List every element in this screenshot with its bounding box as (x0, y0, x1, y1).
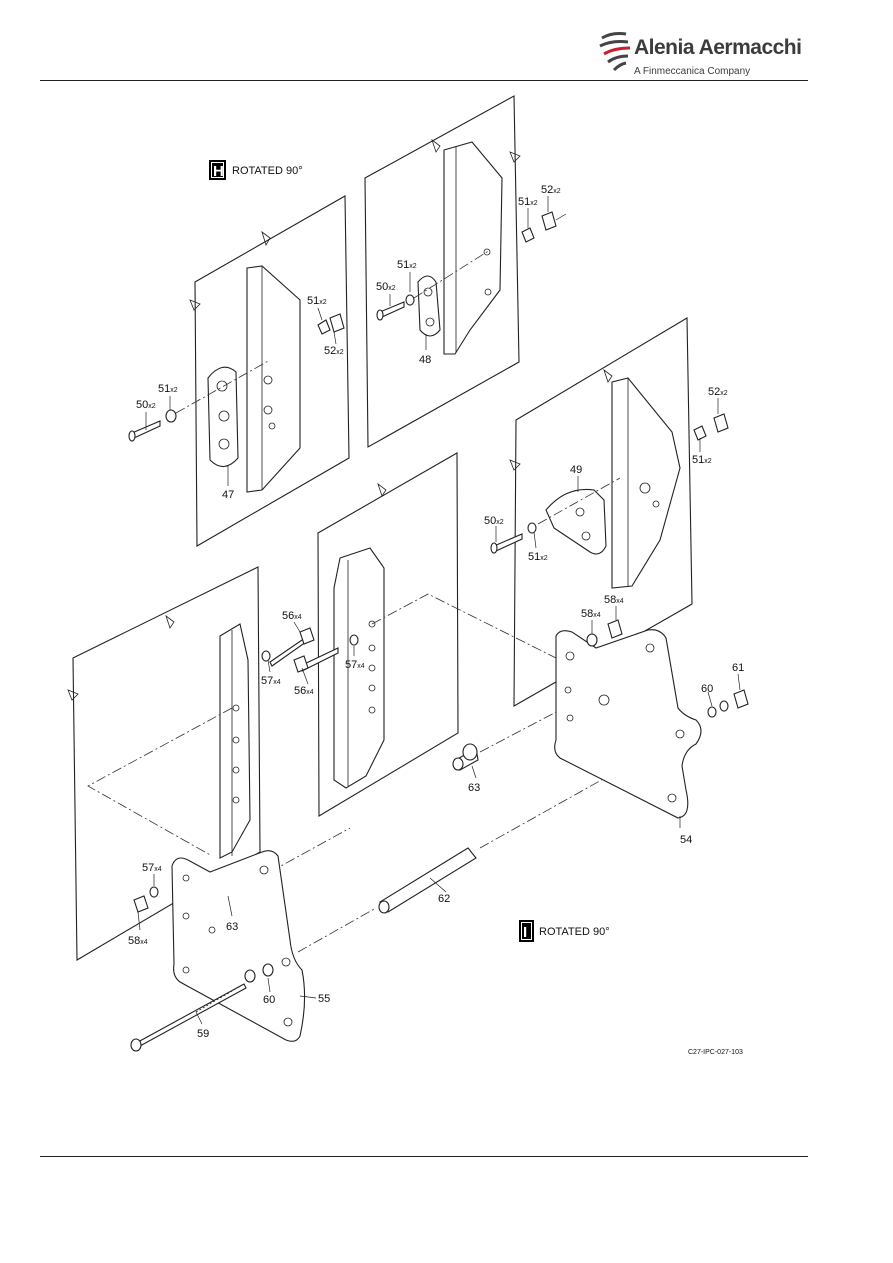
callout-57: 57x4 (345, 659, 365, 671)
brand-tagline: A Finmeccanica Company (634, 66, 751, 77)
callout-51: 51x2 (307, 295, 327, 307)
panel-upper-left (189, 195, 350, 547)
callout-51: 51x2 (397, 259, 417, 271)
callout-50: 50x2 (376, 281, 396, 293)
callout-60: 60 (701, 683, 713, 695)
header-rule (40, 80, 808, 81)
callout-49: 49 (570, 464, 582, 476)
leader-lines (137, 196, 741, 1025)
callout-51: 51x2 (692, 454, 712, 466)
figure-reference: C27-IPC-027-103 (688, 1049, 743, 1056)
view-marker-i: I ROTATED 90° (519, 920, 610, 942)
part-47-plate (207, 366, 239, 468)
callout-60: 60 (263, 994, 275, 1006)
callout-47: 47 (222, 489, 234, 501)
callout-62: 62 (438, 893, 450, 905)
part-48-plate (417, 275, 441, 337)
callout-52: 52x2 (324, 345, 344, 357)
part-59-bolt (130, 983, 247, 1052)
callout-58: 58x4 (128, 935, 148, 947)
callout-61: 61 (732, 662, 744, 674)
callout-58: 58x4 (581, 608, 601, 620)
brand-logo: Alenia Aermacchi A Finmeccanica Company (598, 26, 802, 80)
callout-59: 59 (197, 1028, 209, 1040)
callout-63: 63 (468, 782, 480, 794)
hardware-set-49 (490, 413, 729, 554)
callout-56: 56x4 (282, 610, 302, 622)
panel-center (317, 452, 459, 817)
callout-57: 57x4 (261, 675, 281, 687)
callout-50: 50x2 (136, 399, 156, 411)
hardware-set-center (261, 627, 359, 673)
hardware-set-48 (376, 211, 567, 321)
callout-52: 52x2 (708, 386, 728, 398)
callout-55: 55 (318, 993, 330, 1005)
callout-50: 50x2 (484, 515, 504, 527)
callout-52: 52x2 (541, 184, 561, 196)
assembly-lines (87, 593, 681, 953)
logo-swoosh-icon (599, 32, 631, 72)
callout-63: 63 (226, 921, 238, 933)
view-marker-h: H ROTATED 90° (209, 160, 303, 180)
callout-51: 51x2 (158, 383, 178, 395)
view-caption-h: ROTATED 90° (232, 165, 303, 177)
brand-name: Alenia Aermacchi (634, 36, 802, 59)
part-62-tube (378, 847, 477, 914)
callout-58: 58x4 (604, 594, 624, 606)
part-55-plate (171, 850, 306, 1042)
part-54-plate (554, 629, 702, 819)
callout-54: 54 (680, 834, 692, 846)
callout-48: 48 (419, 354, 431, 366)
part-63-spacer-right (452, 743, 479, 771)
panel-lower-left (67, 566, 261, 961)
callouts: 50x2 51x2 47 51x2 52x2 50x2 51x2 48 51x2… (128, 184, 744, 1040)
callout-56: 56x4 (294, 685, 314, 697)
hardware-set-47 (128, 313, 345, 442)
footer-rule (40, 1156, 808, 1157)
callout-51: 51x2 (518, 196, 538, 208)
view-caption-i: ROTATED 90° (539, 926, 610, 938)
hardware-set-55 (133, 886, 274, 983)
callout-51: 51x2 (528, 551, 548, 563)
view-letter-h: H (213, 163, 224, 180)
view-letter-i: I (523, 924, 527, 941)
callout-57: 57x4 (142, 862, 162, 874)
panel-upper-right (364, 95, 521, 448)
hardware-set-54 (586, 619, 749, 718)
part-49-bracket (545, 488, 607, 555)
